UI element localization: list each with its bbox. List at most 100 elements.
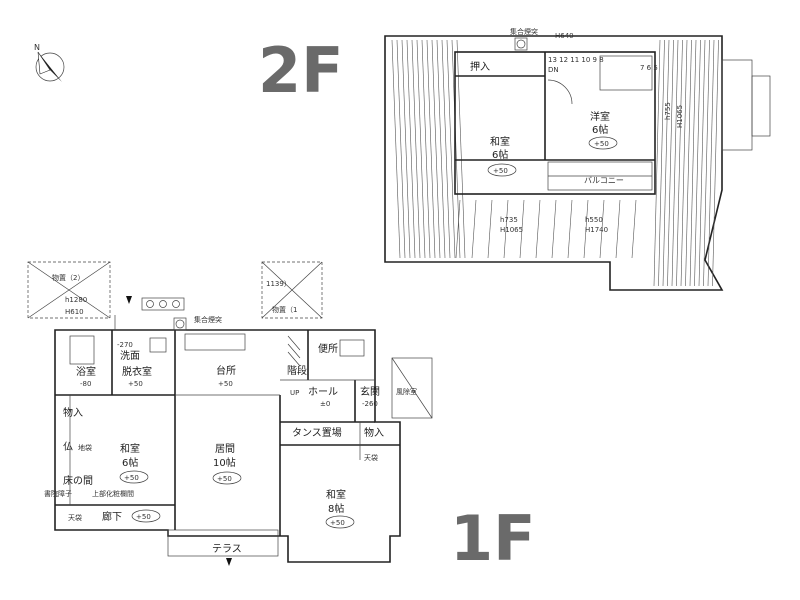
1f-tansu-label: タンス置場 — [292, 426, 342, 439]
roof-line — [441, 39, 451, 259]
roof-line — [551, 199, 557, 259]
roof-line — [667, 39, 674, 287]
roof-line — [658, 39, 665, 287]
roof-extension — [721, 59, 753, 151]
first-floor-sheds: 物置（2） h1280 H610 1139） 物置（1 — [27, 261, 323, 319]
compass-needle-icon — [38, 52, 62, 82]
1f-alcove-shelf: 書院障子 — [44, 489, 72, 498]
2f-stair-small: 7 6 5 — [640, 64, 658, 72]
ac-unit-icon — [141, 297, 185, 311]
1f-corridor-level-badge — [131, 509, 161, 523]
chimney-icon — [514, 37, 528, 51]
2f-japanese-room-name: 和室 — [490, 135, 510, 148]
roof-line — [653, 39, 661, 287]
roof-extension-small — [751, 75, 771, 137]
2f-h1740-label: H1740 — [585, 226, 608, 234]
2f-western-room-name: 洋室 — [590, 110, 610, 123]
roof-line — [712, 39, 719, 287]
1f-living-name: 居間 — [215, 443, 235, 455]
2f-japanese-level-badge — [487, 163, 517, 177]
shed-2-h610: H610 — [65, 308, 84, 316]
roof-line — [615, 199, 621, 259]
stair-treads — [287, 335, 301, 367]
2f-stair-numbers: 13 12 11 10 9 8 — [548, 56, 604, 64]
1f-tenbukuro-left: 天袋 — [68, 513, 82, 522]
1f-japanese8-name: 和室 — [326, 488, 346, 501]
roof-line — [535, 199, 541, 259]
2f-chimney-label: 集合煙突 — [510, 27, 538, 36]
roof-line — [471, 199, 477, 259]
2f-h1065-bottom-label: H1065 — [500, 226, 523, 234]
shed-1-cross-b — [261, 261, 323, 319]
1f-toilet-label: 便所 — [318, 342, 338, 355]
first-floor-plan: 集合煙突 -270 洗面 浴室 -80 脱衣室 +50 台所 +50 階段 便所… — [44, 315, 433, 566]
roof-line — [446, 39, 456, 259]
roof-line — [707, 39, 715, 287]
1f-japanese6-name: 和室 — [120, 442, 140, 455]
roof-line — [698, 39, 706, 287]
roof-line — [426, 39, 436, 259]
roof-line — [436, 39, 446, 259]
1f-buddha-label: 仏 — [63, 441, 73, 453]
ac-fan-icon — [146, 300, 154, 308]
1f-japanese6-size: 6帖 — [122, 456, 138, 469]
shed-2-cross-b — [27, 261, 111, 319]
1f-upper-shelf: 上部化粧欄間 — [92, 489, 134, 498]
roof-line — [631, 199, 637, 259]
shed-1 — [261, 261, 323, 319]
2f-western-room-level: +50 — [594, 140, 609, 148]
roof-line — [583, 199, 589, 259]
floor-label-2f: 2F — [258, 34, 344, 107]
roof-line — [676, 39, 683, 287]
bathtub-icon — [69, 335, 95, 365]
second-floor-outline — [454, 51, 656, 195]
compass: N — [34, 43, 65, 82]
shed-1-label: 物置（1 — [272, 305, 297, 314]
kitchen-counter-icon — [184, 333, 246, 351]
2f-h755-label: h755 — [664, 102, 672, 120]
1f-entrance-name: 玄関 — [360, 385, 380, 398]
ac-fan-icon — [172, 300, 180, 308]
1f-tenbukuro-right: 天袋 — [364, 453, 378, 462]
chimney-icon — [173, 317, 187, 331]
roof-line — [519, 199, 525, 259]
1f-corridor-level: +50 — [136, 513, 151, 521]
1f-alcove-label: 床の間 — [63, 474, 93, 487]
1f-buddha-sub: 地袋 — [78, 443, 92, 452]
roof-line — [680, 39, 688, 287]
door-swing-western — [547, 79, 573, 105]
roof-line — [487, 199, 493, 259]
1f-dressing-name: 脱衣室 — [122, 365, 152, 378]
roof-line — [689, 39, 697, 287]
2f-balcony-label: バルコニー — [584, 176, 624, 185]
roof-line — [416, 39, 426, 259]
1f-corridor-name: 廊下 — [102, 510, 122, 523]
compass-circle — [35, 52, 65, 82]
2f-h640-label: H640 — [555, 32, 574, 40]
1f-living-size: 10帖 — [213, 456, 236, 469]
1f-closet-right: 物入 — [364, 426, 384, 439]
roof-ridge-lines — [391, 39, 719, 287]
wind-room-cross — [391, 357, 433, 419]
second-floor-roof — [384, 35, 771, 291]
1f-japanese6-level-badge — [119, 470, 149, 484]
1f-living-level-badge — [212, 471, 242, 485]
1f-wind-room-label: 風除室 — [396, 387, 417, 396]
roof-line — [391, 39, 401, 259]
terrace-arrow-icon — [226, 558, 232, 566]
roof-line — [411, 39, 421, 259]
shed-1-dim: 1139） — [266, 280, 291, 288]
2f-western-room-size: 6帖 — [592, 123, 608, 136]
1f-hall-level: ±0 — [320, 400, 330, 408]
roof-line — [451, 39, 461, 259]
1f-entrance-level: -260 — [362, 400, 378, 408]
1f-hall-up: UP — [290, 389, 299, 397]
1f-kitchen-name: 台所 — [216, 364, 236, 377]
1f-japanese8-level: +50 — [330, 519, 345, 527]
1f-japanese6-level: +50 — [124, 474, 139, 482]
2f-stair-dn: DN — [548, 66, 559, 74]
1f-japanese8-size: 8帖 — [328, 502, 344, 515]
compass-north-label: N — [34, 43, 40, 52]
chimney-flue-icon — [175, 319, 185, 329]
